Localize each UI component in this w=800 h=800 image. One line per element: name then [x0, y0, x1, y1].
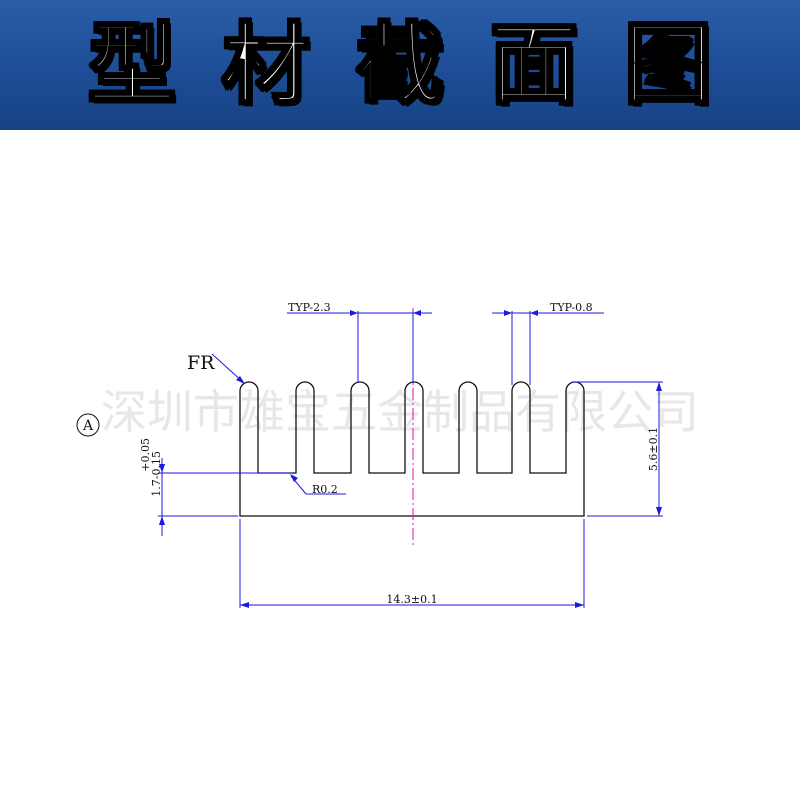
width-arrow-right [575, 602, 584, 608]
pitch-arrow-left [350, 310, 358, 316]
datum-circle [76, 413, 100, 437]
fin-pitch-dimension [287, 311, 432, 383]
company-watermark: 深圳市雄宝五金制品有限公司 [101, 385, 699, 439]
datum-label: A [82, 418, 94, 434]
height-dimension [572, 381, 663, 517]
height-arrow-bottom [656, 507, 662, 516]
thickness-arrow-right [530, 310, 538, 316]
base-arrow-top [159, 464, 165, 473]
height-arrow-top [656, 382, 662, 391]
fr-leader [211, 353, 244, 383]
base-thickness-dimension [158, 458, 292, 536]
base-thickness-tol-lower: -0.15 [150, 451, 163, 479]
fin-pitch-label: TYP-2.3 [288, 301, 331, 314]
page-title: 型材截面图 [86, 13, 758, 116]
width-dimension [239, 519, 585, 608]
base-thickness-tol-upper: +0.05 [139, 438, 152, 472]
title-banner: 型材截面图 [0, 0, 800, 130]
height-label: 5.6±0.1 [647, 427, 660, 471]
base-arrow-bottom [159, 516, 165, 525]
root-radius-arrow [290, 474, 298, 482]
thickness-arrow-left [504, 310, 512, 316]
pitch-arrow-right [413, 310, 421, 316]
base-thickness-label: 1.7-0.15 [150, 451, 163, 497]
base-thickness-value: 1.7 [150, 479, 163, 497]
width-arrow-left [240, 602, 249, 608]
fr-leader-arrow [236, 376, 245, 384]
fin-thickness-dimension [492, 311, 604, 385]
fin-thickness-label: TYP-0.8 [550, 301, 593, 314]
fin-radius-label: FR [187, 352, 215, 374]
heatsink-profile-outline [239, 381, 585, 517]
width-label: 14.3±0.1 [386, 593, 437, 606]
root-radius-label: R0.2 [312, 483, 338, 496]
